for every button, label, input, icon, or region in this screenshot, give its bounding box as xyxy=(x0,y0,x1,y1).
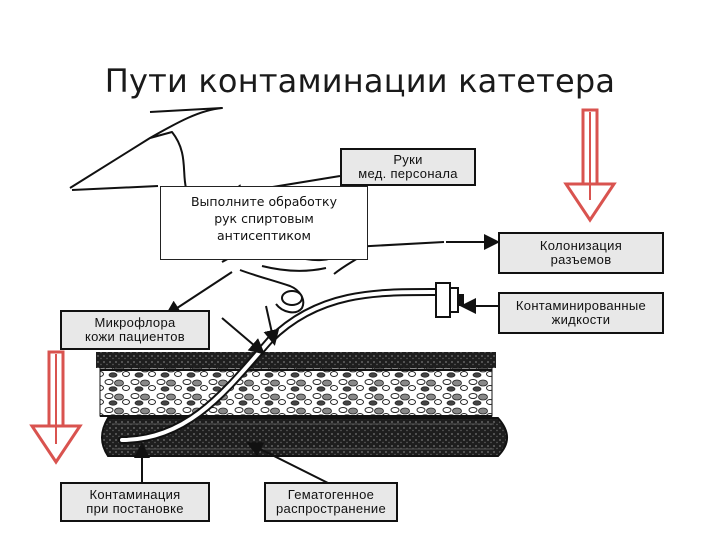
slide-title: Пути контаминации катетера xyxy=(104,62,616,100)
label-skin-microflora: Микрофлора кожи пациентов xyxy=(60,310,210,350)
label-insertion-contamination: Контаминация при постановке xyxy=(60,482,210,522)
label-hematogenous-spread: Гематогенное распространение xyxy=(264,482,398,522)
skin-layers xyxy=(96,352,496,417)
red-arrow-right xyxy=(563,108,617,223)
callout-hand-hygiene: Выполните обработку рук спиртовым антисе… xyxy=(160,186,368,260)
label-contaminated-fluids: Контаминированные жидкости xyxy=(498,292,664,334)
red-arrow-left xyxy=(29,350,83,465)
label-hub-colonization: Колонизация разъемов xyxy=(498,232,664,274)
label-hands: Руки мед. персонала xyxy=(340,148,476,186)
catheter-hub xyxy=(435,282,464,318)
